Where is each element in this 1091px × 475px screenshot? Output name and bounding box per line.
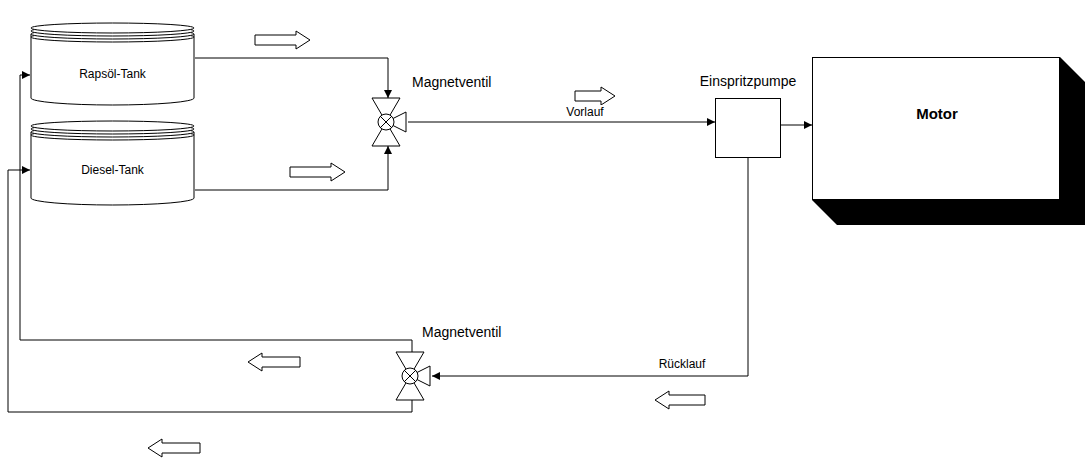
line-label: Rücklauf xyxy=(657,357,708,371)
solenoid-valve: Magnetventil xyxy=(368,98,408,146)
flow-arrow xyxy=(575,87,615,105)
fuel-tank: Rapsöl-Tank xyxy=(30,22,195,106)
fuel-line xyxy=(432,158,748,376)
valve-symbol xyxy=(368,98,408,146)
tank-label: Diesel-Tank xyxy=(81,162,144,178)
flow-arrow xyxy=(148,439,200,457)
flow-arrow xyxy=(655,391,705,409)
pump-label: Einspritzpumpe xyxy=(700,73,797,89)
fuel-line xyxy=(195,58,388,98)
fuel-line xyxy=(195,146,388,190)
motor-shadow xyxy=(812,57,1085,225)
flow-arrow xyxy=(255,31,310,49)
fuel-line xyxy=(8,170,412,412)
valve-label: Magnetventil xyxy=(422,324,501,340)
fuel-line xyxy=(408,122,715,123)
valve-symbol xyxy=(392,352,432,400)
flow-arrow xyxy=(290,163,345,181)
tank-outline xyxy=(30,22,195,106)
solenoid-valve: Magnetventil xyxy=(392,352,432,400)
engine-label: Motor xyxy=(916,106,958,122)
line-label: Vorlauf xyxy=(564,105,605,119)
tank-label: Rapsöl-Tank xyxy=(79,66,146,82)
fuel-line xyxy=(20,75,412,352)
injection-pump: Einspritzpumpe xyxy=(715,98,781,158)
fuel-tank: Diesel-Tank xyxy=(30,120,195,206)
valve-label: Magnetventil xyxy=(412,74,491,90)
fuel-line xyxy=(781,125,812,126)
flow-arrow xyxy=(248,353,300,371)
engine-block: Motor xyxy=(812,57,1060,200)
